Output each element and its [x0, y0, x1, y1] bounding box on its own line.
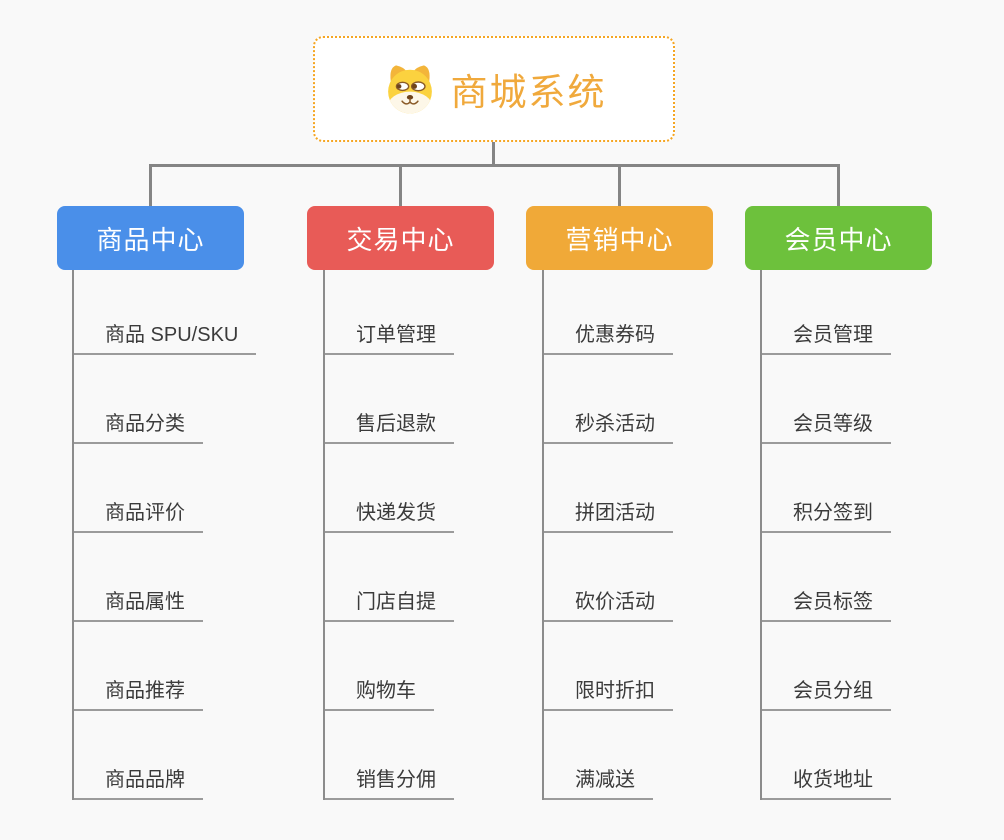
root-node-title: 商城系统 [450, 72, 607, 113]
child-node[interactable]: 订单管理 [325, 270, 454, 355]
child-node[interactable]: 快递发货 [325, 444, 454, 533]
child-node-label: 积分签到 [762, 503, 891, 533]
branch-node-trade[interactable]: 交易中心 [307, 206, 494, 270]
branch-node-label: 会员中心 [784, 224, 893, 255]
child-node-label: 商品推荐 [74, 681, 203, 711]
connector-drop-2 [399, 164, 402, 206]
child-node[interactable]: 限时折扣 [544, 622, 673, 711]
child-node-label: 会员标签 [762, 592, 891, 622]
child-node[interactable]: 会员分组 [762, 622, 891, 711]
branch-node-label: 商品中心 [96, 224, 205, 255]
child-node-label: 会员管理 [762, 325, 891, 355]
child-node[interactable]: 购物车 [325, 622, 454, 711]
branch-children-marketing: 优惠券码秒杀活动拼团活动砍价活动限时折扣满减送 [542, 270, 673, 800]
branch-children-member: 会员管理会员等级积分签到会员标签会员分组收货地址 [760, 270, 891, 800]
branch-node-product[interactable]: 商品中心 [57, 206, 244, 270]
child-node-label: 订单管理 [325, 325, 454, 355]
child-node-label: 购物车 [325, 681, 434, 711]
child-node[interactable]: 商品属性 [74, 533, 256, 622]
root-node[interactable]: 商城系统 [313, 36, 675, 142]
child-node[interactable]: 会员管理 [762, 270, 891, 355]
connector-root-drop [492, 142, 495, 166]
child-node-label: 商品评价 [74, 503, 203, 533]
child-node-label: 优惠券码 [544, 325, 673, 355]
branch-children-product: 商品 SPU/SKU 商品分类商品评价商品属性商品推荐商品品牌 [72, 270, 257, 800]
child-node-label: 满减送 [544, 770, 653, 800]
child-node-label: 商品品牌 [74, 770, 203, 800]
child-node-label: 限时折扣 [544, 681, 673, 711]
child-node[interactable]: 商品评价 [74, 444, 256, 533]
child-node[interactable]: 积分签到 [762, 444, 891, 533]
child-node[interactable]: 砍价活动 [544, 533, 673, 622]
child-node[interactable]: 会员标签 [762, 533, 891, 622]
child-node-label: 快递发货 [325, 503, 454, 533]
child-node-label: 会员分组 [762, 681, 891, 711]
connector-drop-1 [149, 164, 152, 206]
child-node[interactable]: 销售分佣 [325, 711, 454, 800]
child-node-label: 拼团活动 [544, 503, 673, 533]
branch-node-label: 交易中心 [346, 224, 455, 255]
connector-drop-3 [618, 164, 621, 206]
child-node[interactable]: 售后退款 [325, 355, 454, 444]
child-node-label: 秒杀活动 [544, 414, 673, 444]
child-node-label: 收货地址 [762, 770, 891, 800]
branch-node-label: 营销中心 [565, 224, 674, 255]
child-node[interactable]: 商品 SPU/SKU [74, 270, 257, 355]
child-node[interactable]: 商品推荐 [74, 622, 256, 711]
branch-node-member[interactable]: 会员中心 [745, 206, 932, 270]
child-node-label: 门店自提 [325, 592, 454, 622]
child-node-label: 销售分佣 [325, 770, 454, 800]
child-node-label: 砍价活动 [544, 592, 673, 622]
child-node[interactable]: 拼团活动 [544, 444, 673, 533]
child-node-label: 商品 SPU/SKU [74, 325, 257, 355]
child-node-label: 会员等级 [762, 414, 891, 444]
connector-drop-4 [837, 164, 840, 206]
child-node[interactable]: 会员等级 [762, 355, 891, 444]
doge-icon [387, 65, 432, 114]
connector-bus [149, 164, 840, 167]
child-node[interactable]: 收货地址 [762, 711, 891, 800]
child-node[interactable]: 秒杀活动 [544, 355, 673, 444]
child-node[interactable]: 商品分类 [74, 355, 256, 444]
child-node[interactable]: 满减送 [544, 711, 673, 800]
child-node-label: 售后退款 [325, 414, 454, 444]
child-node[interactable]: 门店自提 [325, 533, 454, 622]
child-node-label: 商品属性 [74, 592, 203, 622]
child-node[interactable]: 商品品牌 [74, 711, 256, 800]
branch-node-marketing[interactable]: 营销中心 [526, 206, 713, 270]
branch-children-trade: 订单管理售后退款快递发货门店自提购物车销售分佣 [323, 270, 454, 800]
child-node-label: 商品分类 [74, 414, 203, 444]
child-node[interactable]: 优惠券码 [544, 270, 673, 355]
